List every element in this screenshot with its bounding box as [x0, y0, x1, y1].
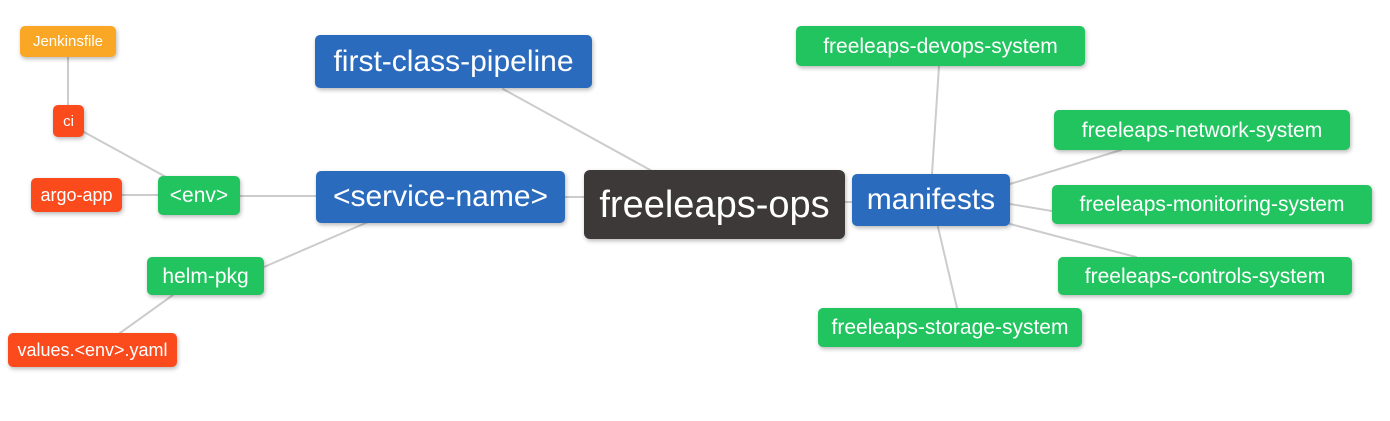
edge-helm-pkg-values-env-yaml: [119, 294, 174, 334]
node-freeleaps-controls-system[interactable]: freeleaps-controls-system: [1058, 257, 1352, 295]
node-jenkinsfile[interactable]: Jenkinsfile: [20, 26, 116, 57]
edge-manifests-storage-system: [937, 226, 958, 309]
node-freeleaps-network-system[interactable]: freeleaps-network-system: [1054, 110, 1350, 150]
node-env[interactable]: <env>: [158, 176, 240, 215]
edge-manifests-controls-system: [1009, 223, 1137, 258]
edge-manifests-devops-system: [931, 65, 940, 175]
edge-ops-first-class-pipeline: [502, 88, 653, 172]
node-values-env-yaml[interactable]: values.<env>.yaml: [8, 333, 177, 367]
edge-manifests-network-system: [1009, 149, 1122, 185]
node-ci[interactable]: ci: [53, 105, 84, 137]
node-freeleaps-storage-system[interactable]: freeleaps-storage-system: [818, 308, 1082, 347]
node-manifests[interactable]: manifests: [852, 174, 1010, 226]
node-helm-pkg[interactable]: helm-pkg: [147, 257, 264, 295]
node-freeleaps-monitoring-system[interactable]: freeleaps-monitoring-system: [1052, 185, 1372, 224]
node-freeleaps-ops[interactable]: freeleaps-ops: [584, 170, 845, 239]
edge-manifests-monitoring-system: [1009, 203, 1053, 212]
node-service-name[interactable]: <service-name>: [316, 171, 565, 223]
edge-service-name-helm-pkg: [263, 221, 369, 268]
node-freeleaps-devops-system[interactable]: freeleaps-devops-system: [796, 26, 1085, 66]
edge-env-ci: [83, 131, 167, 178]
node-argo-app[interactable]: argo-app: [31, 178, 122, 212]
node-first-class-pipeline[interactable]: first-class-pipeline: [315, 35, 592, 88]
